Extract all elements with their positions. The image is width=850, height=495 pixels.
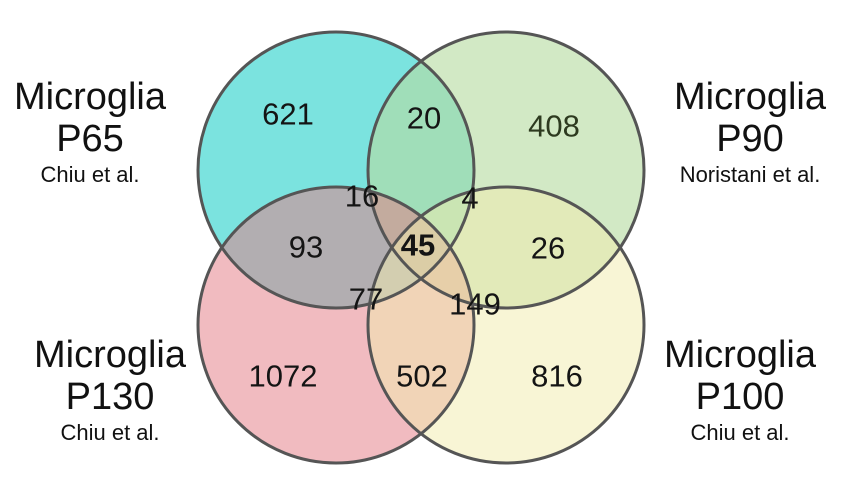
label-p100-source: Chiu et al. bbox=[690, 420, 790, 445]
label-p130-name: Microglia bbox=[33, 334, 187, 376]
count-p65-p130-p100: 77 bbox=[349, 282, 383, 317]
count-p65-p90: 20 bbox=[407, 101, 441, 136]
label-p90-age: P90 bbox=[716, 118, 784, 160]
count-p65-p90-p100: 4 bbox=[461, 181, 478, 216]
label-p100-name: Microglia bbox=[663, 334, 817, 376]
count-p65-p90-p130: 16 bbox=[345, 179, 379, 214]
count-p65-only: 621 bbox=[262, 97, 314, 132]
label-p65-age: P65 bbox=[56, 118, 124, 160]
circle-fills bbox=[198, 32, 644, 463]
label-p65: Microglia P65 Chiu et al. bbox=[0, 78, 180, 186]
circle-p65-outline bbox=[196, 30, 476, 310]
label-p90-name: Microglia bbox=[673, 76, 827, 118]
circle-p130-outline bbox=[196, 185, 476, 465]
count-p90-p130-p100: 149 bbox=[449, 287, 501, 322]
circle-p90-outline bbox=[366, 30, 646, 310]
label-p65-name: Microglia bbox=[13, 76, 167, 118]
label-p100-age: P100 bbox=[695, 376, 785, 418]
circle-p100-fill bbox=[368, 187, 644, 463]
label-p130: Microglia P130 Chiu et al. bbox=[10, 336, 210, 444]
label-p100: Microglia P100 Chiu et al. bbox=[640, 336, 840, 444]
count-p130-p100: 502 bbox=[396, 359, 448, 394]
region-counts: 621 20 408 93 16 4 45 26 77 149 1072 502… bbox=[249, 97, 583, 394]
label-p130-age: P130 bbox=[65, 376, 155, 418]
count-p90-p100: 26 bbox=[531, 231, 565, 266]
label-p90-source: Noristani et al. bbox=[679, 162, 821, 187]
count-all-four: 45 bbox=[401, 228, 435, 263]
count-p90-only: 408 bbox=[528, 109, 580, 144]
count-p100-only: 816 bbox=[531, 359, 583, 394]
circle-outlines bbox=[196, 30, 646, 465]
label-p65-source: Chiu et al. bbox=[40, 162, 140, 187]
count-p65-p130: 93 bbox=[289, 230, 323, 265]
label-p130-source: Chiu et al. bbox=[60, 420, 160, 445]
label-p90: Microglia P90 Noristani et al. bbox=[650, 78, 850, 186]
circle-p100-outline bbox=[366, 185, 646, 465]
count-p130-only: 1072 bbox=[249, 359, 318, 394]
